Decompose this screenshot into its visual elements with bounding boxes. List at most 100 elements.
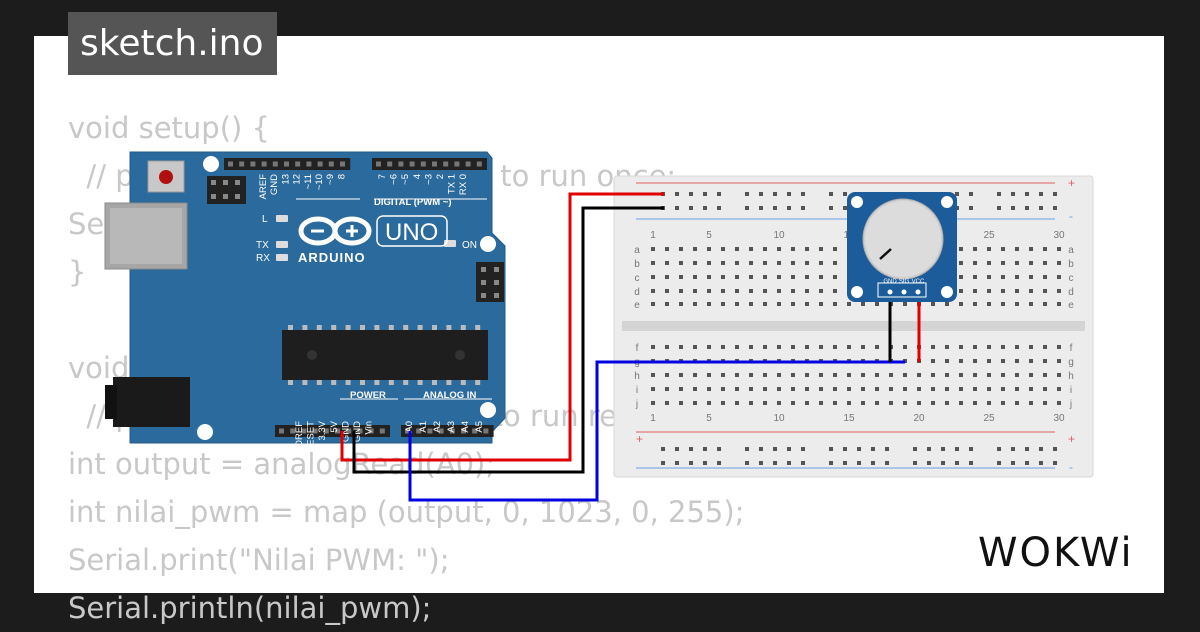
breadboard-hole[interactable] (1015, 373, 1019, 377)
breadboard-hole[interactable] (857, 447, 861, 451)
header-pin[interactable] (290, 428, 296, 434)
breadboard-hole[interactable] (973, 359, 977, 363)
header-pin[interactable] (279, 428, 284, 434)
breadboard-hole[interactable] (689, 192, 693, 196)
breadboard-hole[interactable] (973, 247, 977, 251)
header-pin[interactable] (432, 161, 437, 167)
header-pin[interactable] (476, 161, 482, 167)
breadboard-hole[interactable] (833, 401, 837, 405)
breadboard-hole[interactable] (707, 275, 711, 279)
breadboard-hole[interactable] (1029, 275, 1033, 279)
breadboard-hole[interactable] (693, 275, 697, 279)
breadboard-hole[interactable] (1029, 359, 1033, 363)
header-pin[interactable] (328, 161, 334, 167)
header-pin[interactable] (409, 161, 415, 167)
breadboard-hole[interactable] (665, 345, 669, 349)
breadboard-hole[interactable] (1057, 275, 1061, 279)
breadboard-hole[interactable] (829, 461, 833, 465)
breadboard-hole[interactable] (973, 302, 977, 306)
header-pin[interactable] (420, 161, 426, 167)
breadboard-hole[interactable] (749, 247, 753, 251)
header-pin[interactable] (335, 428, 340, 434)
breadboard-hole[interactable] (871, 461, 875, 465)
breadboard-hole[interactable] (833, 302, 837, 306)
breadboard-hole[interactable] (749, 302, 753, 306)
breadboard-hole[interactable] (959, 373, 963, 377)
breadboard-hole[interactable] (1001, 247, 1005, 251)
breadboard-hole[interactable] (717, 206, 721, 210)
breadboard-hole[interactable] (969, 461, 973, 465)
breadboard-hole[interactable] (833, 275, 837, 279)
breadboard-hole[interactable] (1001, 261, 1005, 265)
breadboard-hole[interactable] (945, 302, 949, 306)
header-pin[interactable] (368, 428, 374, 434)
breadboard-hole[interactable] (679, 261, 683, 265)
breadboard-hole[interactable] (749, 289, 753, 293)
breadboard-hole[interactable] (1015, 302, 1019, 306)
breadboard-hole[interactable] (1029, 302, 1033, 306)
breadboard-hole[interactable] (721, 302, 725, 306)
breadboard-hole[interactable] (875, 373, 879, 377)
breadboard-hole[interactable] (707, 373, 711, 377)
breadboard-hole[interactable] (1053, 461, 1057, 465)
breadboard-hole[interactable] (1043, 401, 1047, 405)
breadboard-hole[interactable] (805, 387, 809, 391)
breadboard-hole[interactable] (717, 461, 721, 465)
breadboard-hole[interactable] (861, 302, 865, 306)
breadboard-hole[interactable] (703, 192, 707, 196)
breadboard-hole[interactable] (931, 373, 935, 377)
breadboard-hole[interactable] (1039, 461, 1043, 465)
breadboard-hole[interactable] (721, 289, 725, 293)
breadboard-hole[interactable] (875, 345, 879, 349)
breadboard-hole[interactable] (1015, 345, 1019, 349)
breadboard-hole[interactable] (945, 359, 949, 363)
breadboard-hole[interactable] (903, 387, 907, 391)
breadboard-hole[interactable] (805, 302, 809, 306)
breadboard-hole[interactable] (861, 401, 865, 405)
header-pin[interactable] (405, 428, 410, 434)
breadboard-hole[interactable] (777, 401, 781, 405)
breadboard-hole[interactable] (927, 461, 931, 465)
breadboard-hole[interactable] (679, 289, 683, 293)
breadboard-hole[interactable] (777, 302, 781, 306)
breadboard-hole[interactable] (885, 447, 889, 451)
breadboard-hole[interactable] (651, 289, 655, 293)
breadboard-hole[interactable] (763, 401, 767, 405)
breadboard-hole[interactable] (833, 247, 837, 251)
breadboard-hole[interactable] (1025, 461, 1029, 465)
breadboard-hole[interactable] (973, 373, 977, 377)
header-pin[interactable] (301, 428, 307, 434)
breadboard-hole[interactable] (973, 289, 977, 293)
breadboard-hole[interactable] (1043, 247, 1047, 251)
breadboard-hole[interactable] (749, 275, 753, 279)
breadboard-hole[interactable] (665, 387, 669, 391)
breadboard-hole[interactable] (787, 206, 791, 210)
breadboard-hole[interactable] (693, 373, 697, 377)
breadboard-hole[interactable] (773, 461, 777, 465)
breadboard-hole[interactable] (717, 192, 721, 196)
breadboard-hole[interactable] (819, 261, 823, 265)
breadboard-hole[interactable] (1011, 447, 1015, 451)
breadboard-hole[interactable] (1025, 192, 1029, 196)
breadboard-hole[interactable] (805, 275, 809, 279)
breadboard-hole[interactable] (805, 247, 809, 251)
breadboard-hole[interactable] (917, 401, 921, 405)
breadboard-hole[interactable] (819, 387, 823, 391)
breadboard-hole[interactable] (1053, 206, 1057, 210)
breadboard-hole[interactable] (735, 302, 739, 306)
breadboard-hole[interactable] (885, 461, 889, 465)
breadboard-hole[interactable] (1057, 302, 1061, 306)
breadboard-hole[interactable] (791, 387, 795, 391)
header-pin[interactable] (228, 161, 233, 167)
breadboard-hole[interactable] (787, 192, 791, 196)
header-pin[interactable] (483, 428, 489, 434)
breadboard-hole[interactable] (1029, 345, 1033, 349)
breadboard-hole[interactable] (735, 261, 739, 265)
breadboard-hole[interactable] (847, 373, 851, 377)
breadboard-hole[interactable] (749, 345, 753, 349)
header-pin[interactable] (312, 428, 318, 434)
breadboard-hole[interactable] (843, 206, 847, 210)
breadboard-hole[interactable] (819, 302, 823, 306)
breadboard-hole[interactable] (1057, 247, 1061, 251)
